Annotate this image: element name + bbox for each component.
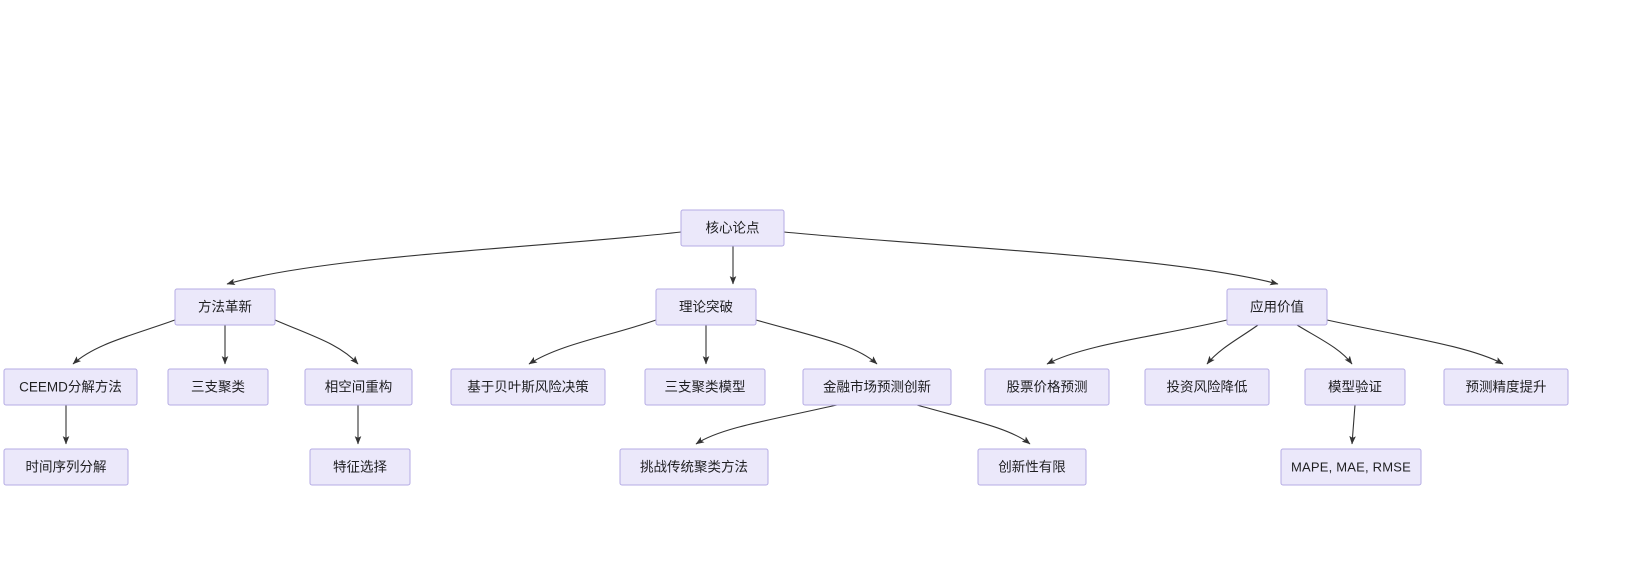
node-l6[interactable]: 金融市场预测创新 xyxy=(802,368,952,406)
node-label-l10: 预测精度提升 xyxy=(1466,380,1547,395)
node-box-b1[interactable] xyxy=(3,448,129,486)
node-l5[interactable]: 三支聚类模型 xyxy=(644,368,766,406)
node-l9[interactable]: 模型验证 xyxy=(1304,368,1406,406)
node-m2[interactable]: 理论突破 xyxy=(655,288,757,326)
node-box-l9[interactable] xyxy=(1304,368,1406,406)
node-label-l3: 相空间重构 xyxy=(325,380,393,395)
node-box-l7[interactable] xyxy=(984,368,1110,406)
edge-m3-to-l7 xyxy=(1046,319,1228,365)
node-label-m3: 应用价值 xyxy=(1250,299,1304,315)
edge-l6-to-b4 xyxy=(916,404,1031,445)
edge-m2-to-l6 xyxy=(755,319,878,365)
node-label-m1: 方法革新 xyxy=(198,300,252,315)
node-l7[interactable]: 股票价格预测 xyxy=(984,368,1110,406)
node-l1[interactable]: CEEMD分解方法 xyxy=(3,368,138,406)
node-box-l3[interactable] xyxy=(304,368,413,406)
edge-layer xyxy=(62,231,1504,445)
node-l2[interactable]: 三支聚类 xyxy=(167,368,269,406)
node-m1[interactable]: 方法革新 xyxy=(174,288,276,326)
node-label-l1: CEEMD分解方法 xyxy=(19,380,122,395)
node-box-m3[interactable] xyxy=(1226,288,1328,326)
node-box-b3[interactable] xyxy=(619,448,769,486)
node-label-l4: 基于贝叶斯风险决策 xyxy=(467,379,589,395)
node-label-l8: 投资风险降低 xyxy=(1167,380,1248,395)
node-b2[interactable]: 特征选择 xyxy=(309,448,411,486)
node-label-b5: MAPE, MAE, RMSE xyxy=(1291,459,1411,474)
edge-m3-to-l10 xyxy=(1326,319,1504,365)
node-m3[interactable]: 应用价值 xyxy=(1226,288,1328,326)
node-l10[interactable]: 预测精度提升 xyxy=(1443,368,1569,406)
edge-m2-to-l4 xyxy=(528,319,657,365)
node-box-m1[interactable] xyxy=(174,288,276,326)
node-box-l10[interactable] xyxy=(1443,368,1569,406)
node-box-l4[interactable] xyxy=(450,368,606,406)
edge-m3-to-l8 xyxy=(1206,324,1259,365)
edge-m3-to-l9 xyxy=(1296,324,1353,365)
node-label-m2: 理论突破 xyxy=(679,300,733,315)
node-label-b4: 创新性有限 xyxy=(998,460,1066,475)
node-b1[interactable]: 时间序列分解 xyxy=(3,448,129,486)
node-box-b5[interactable] xyxy=(1280,448,1422,486)
node-l3[interactable]: 相空间重构 xyxy=(304,368,413,406)
node-label-l2: 三支聚类 xyxy=(191,380,245,395)
node-box-b2[interactable] xyxy=(309,448,411,486)
edge-root-to-m1 xyxy=(226,231,682,286)
node-label-l5: 三支聚类模型 xyxy=(665,380,746,395)
node-label-l7: 股票价格预测 xyxy=(1007,380,1088,395)
node-box-l2[interactable] xyxy=(167,368,269,406)
edge-root-to-m3 xyxy=(783,231,1279,286)
node-box-l5[interactable] xyxy=(644,368,766,406)
node-box-b4[interactable] xyxy=(977,448,1087,486)
node-b3[interactable]: 挑战传统聚类方法 xyxy=(619,448,769,486)
node-b5[interactable]: MAPE, MAE, RMSE xyxy=(1280,448,1422,486)
node-box-l6[interactable] xyxy=(802,368,952,406)
node-label-b3: 挑战传统聚类方法 xyxy=(640,460,748,475)
edge-l6-to-b3 xyxy=(695,404,838,445)
edge-m1-to-l1 xyxy=(72,319,176,365)
node-box-root[interactable] xyxy=(680,209,785,247)
node-label-l6: 金融市场预测创新 xyxy=(823,379,931,395)
node-box-l8[interactable] xyxy=(1144,368,1270,406)
node-label-root: 核心论点 xyxy=(706,221,760,236)
node-b4[interactable]: 创新性有限 xyxy=(977,448,1087,486)
edge-l9-to-b5 xyxy=(1349,404,1356,445)
node-box-l1[interactable] xyxy=(3,368,138,406)
node-l8[interactable]: 投资风险降低 xyxy=(1144,368,1270,406)
node-label-l9: 模型验证 xyxy=(1328,380,1382,395)
node-label-b1: 时间序列分解 xyxy=(26,460,107,475)
node-root[interactable]: 核心论点 xyxy=(680,209,785,247)
node-label-b2: 特征选择 xyxy=(333,460,387,475)
node-l4[interactable]: 基于贝叶斯风险决策 xyxy=(450,368,606,406)
edge-m1-to-l3 xyxy=(274,319,359,365)
node-box-m2[interactable] xyxy=(655,288,757,326)
